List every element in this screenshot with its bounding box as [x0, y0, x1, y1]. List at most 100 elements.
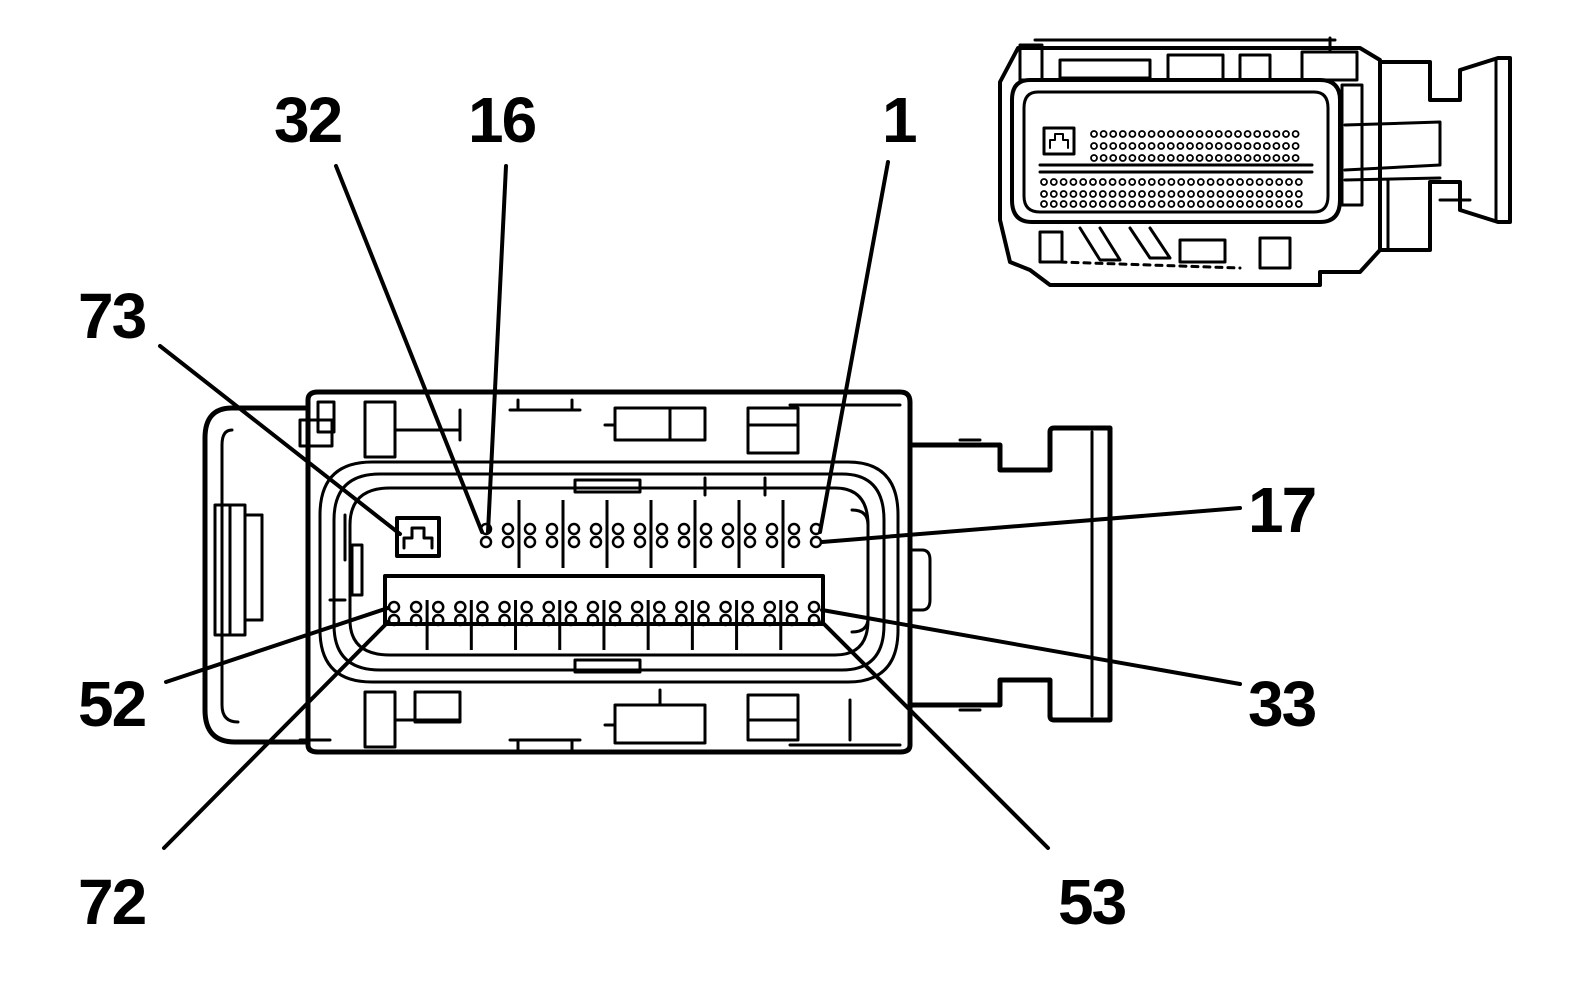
inset-terminal-pin: [1253, 130, 1262, 138]
inset-terminal-pin: [1291, 130, 1300, 138]
inset-terminal-pin: [1272, 130, 1281, 138]
inset-terminal-pin: [1187, 200, 1195, 208]
inset-terminal-pin: [1177, 190, 1186, 198]
inset-terminal-pin: [1098, 178, 1107, 186]
inset-terminal-pin: [1089, 190, 1097, 198]
terminal-pin: [807, 613, 821, 627]
terminal-pin: [409, 613, 423, 627]
terminal-pin: [653, 600, 666, 614]
leader-line-1: [818, 160, 890, 534]
terminal-pin: [586, 600, 600, 614]
terminal-pin: [545, 535, 559, 549]
terminal-pin: [741, 600, 754, 614]
inset-terminal-pin: [1089, 200, 1097, 208]
terminal-pin: [653, 613, 666, 627]
inset-terminal-pin: [1245, 178, 1254, 186]
terminal-pin: [697, 600, 710, 614]
terminal-pin: [655, 522, 669, 536]
inset-terminal-pin: [1195, 142, 1204, 150]
inset-terminal-pin: [1069, 200, 1078, 208]
inset-terminal-pin: [1275, 190, 1284, 198]
inset-terminal-pin: [1272, 142, 1281, 150]
inset-terminal-pin: [1069, 178, 1078, 186]
inset-terminal-pin: [1226, 190, 1235, 198]
inset-terminal-pin: [1099, 154, 1108, 162]
inset-terminal-pin: [1282, 142, 1290, 150]
inset-terminal-pin: [1099, 130, 1108, 138]
terminal-pin: [721, 522, 735, 536]
inset-terminal-pin: [1138, 178, 1146, 186]
terminal-pin: [454, 600, 467, 614]
inset-terminal-pin: [1236, 200, 1244, 208]
inset-terminal-pin: [1128, 190, 1137, 198]
inset-terminal-pin: [1118, 154, 1127, 162]
inset-terminal-pin: [1167, 178, 1176, 186]
leader-line-32: [334, 164, 484, 534]
inset-terminal-pin: [1177, 178, 1186, 186]
inset-terminal-pin: [1291, 154, 1300, 162]
inset-terminal-pin: [1282, 130, 1290, 138]
connector-face-view: [202, 389, 1113, 755]
inset-terminal-pin: [1224, 154, 1233, 162]
inset-terminal-pin: [1234, 142, 1242, 150]
inset-terminal-pin: [1157, 178, 1166, 186]
terminal-pin: [545, 522, 559, 536]
inset-terminal-pin: [1196, 200, 1205, 208]
inset-terminal-pin: [1236, 190, 1244, 198]
label-pin-17: 17: [1248, 474, 1315, 546]
terminal-pin: [741, 613, 754, 627]
terminal-pin: [479, 535, 493, 549]
inset-terminal-pin: [1206, 178, 1215, 186]
inset-terminal-pin: [1216, 200, 1225, 208]
terminal-pin: [697, 613, 710, 627]
inset-terminal-pin: [1272, 154, 1281, 162]
inset-terminal-pin: [1176, 130, 1185, 138]
inset-terminal-pin: [1255, 190, 1264, 198]
inset-terminal-pin: [1177, 200, 1186, 208]
inset-terminal-pin: [1224, 142, 1233, 150]
inset-terminal-pin: [1118, 178, 1127, 186]
terminal-pin: [409, 600, 423, 614]
inset-terminal-pin: [1245, 200, 1254, 208]
terminal-pin: [476, 600, 489, 614]
terminal-pin: [564, 600, 578, 614]
terminal-pin: [567, 522, 581, 536]
inset-terminal-pin: [1157, 190, 1166, 198]
terminal-pin: [787, 522, 801, 536]
inset-terminal-pin: [1236, 178, 1244, 186]
inset-terminal-pin: [1294, 190, 1303, 198]
inset-terminal-pin: [1275, 178, 1284, 186]
terminal-pin: [611, 535, 625, 549]
inset-terminal-pin: [1128, 130, 1137, 138]
terminal-pin: [677, 535, 691, 549]
label-pin-1: 1: [882, 84, 916, 156]
inset-terminal-pin: [1109, 130, 1118, 138]
inset-terminal-pin: [1157, 200, 1166, 208]
terminal-pin: [567, 535, 581, 549]
inset-terminal-pin: [1040, 190, 1048, 198]
leader-line-16: [486, 164, 508, 534]
label-pin-33: 33: [1248, 668, 1316, 740]
terminal-pin: [387, 613, 401, 627]
inset-terminal-pin: [1138, 130, 1146, 138]
inset-terminal-pin: [1147, 190, 1156, 198]
terminal-pin: [699, 535, 713, 549]
inset-terminal-pin: [1089, 178, 1097, 186]
inset-terminal-pin: [1245, 190, 1254, 198]
inset-terminal-pin: [1108, 190, 1117, 198]
terminal-pin: [633, 522, 647, 536]
inset-terminal-pin: [1138, 200, 1146, 208]
inset-terminal-pin: [1214, 142, 1223, 150]
inset-terminal-pin: [1243, 154, 1252, 162]
inset-terminal-pin: [1234, 130, 1242, 138]
inset-terminal-pin: [1285, 178, 1293, 186]
inset-terminal-pin: [1157, 130, 1166, 138]
terminal-pin: [608, 613, 622, 627]
inset-terminal-pin: [1205, 142, 1214, 150]
terminal-pin: [589, 535, 603, 549]
inset-terminal-pin: [1187, 178, 1195, 186]
inset-terminal-pin: [1216, 190, 1225, 198]
inset-terminal-pin: [1206, 200, 1215, 208]
terminal-pin: [589, 522, 603, 536]
inset-terminal-pin: [1128, 200, 1137, 208]
